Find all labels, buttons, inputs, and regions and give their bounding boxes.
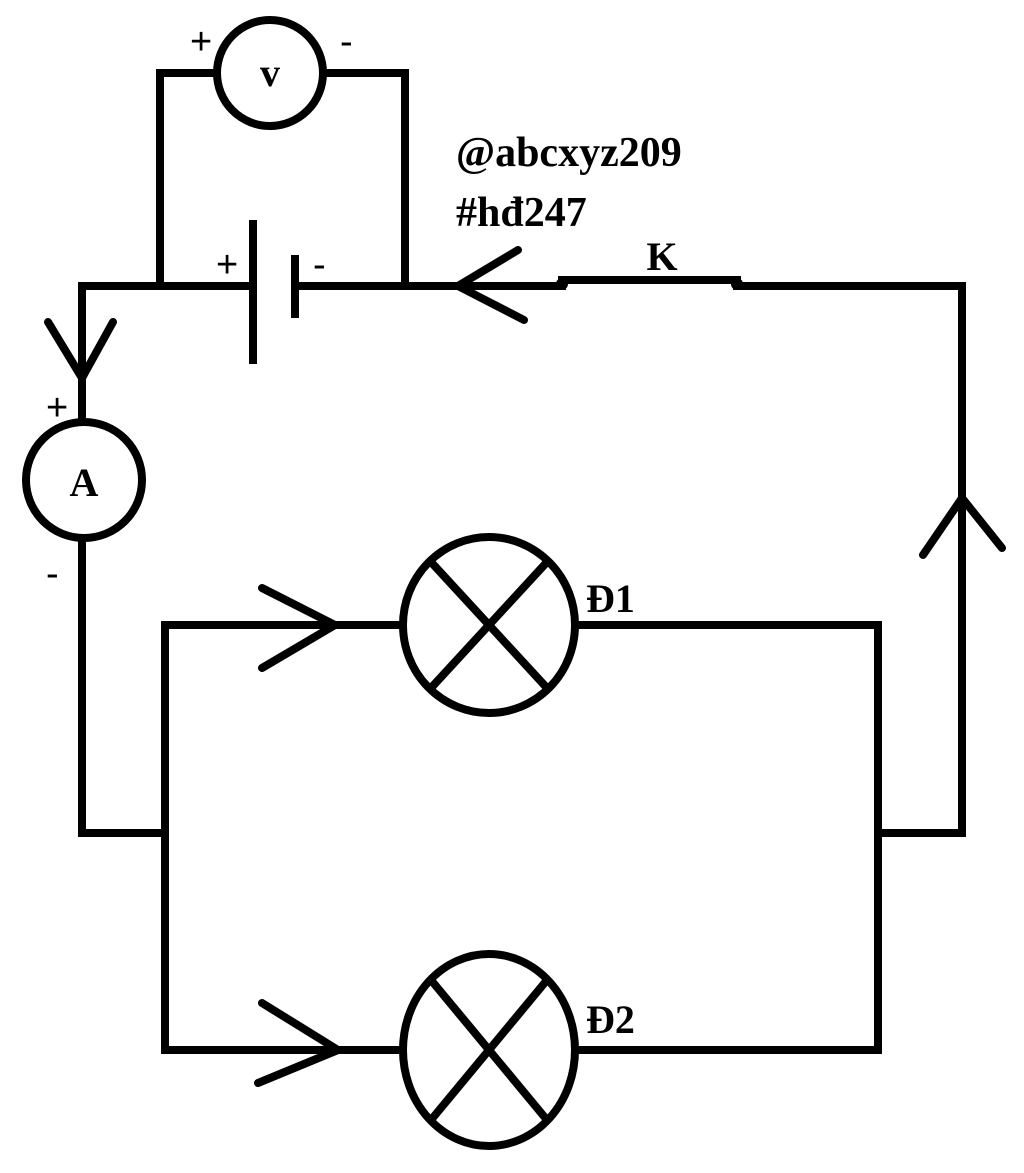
- lamp-d1-label: Đ1: [586, 576, 635, 621]
- watermark-line1: @abcxyz209: [456, 130, 682, 176]
- ammeter-label: A: [70, 460, 99, 505]
- arrow-top-wire: [449, 246, 528, 324]
- ammeter-plus: +: [46, 387, 68, 429]
- lamp-d1: [399, 533, 579, 717]
- lamp-d2: [399, 950, 579, 1150]
- wire-right-side: [733, 282, 966, 837]
- battery-plus: +: [216, 244, 238, 286]
- voltmeter-plus: +: [190, 21, 212, 63]
- switch-label: K: [646, 234, 677, 279]
- arrow-branch-d1: [258, 584, 344, 672]
- wire-branch-d1-left: [161, 621, 407, 1054]
- ammeter-symbol: [22, 418, 146, 542]
- switch-contact-left: [556, 278, 568, 290]
- voltmeter-label: v: [260, 50, 280, 95]
- arrow-left-down: [44, 318, 117, 386]
- voltmeter-minus: -: [340, 21, 353, 63]
- wire-voltmeter-loop-right: [319, 69, 409, 290]
- arrow-right-up: [919, 491, 1006, 559]
- ammeter-minus: -: [46, 553, 59, 595]
- wire-left-lower: [78, 536, 169, 837]
- lamp-d2-label: Đ2: [586, 997, 635, 1042]
- wire-branch-d1-right: [571, 621, 882, 1054]
- battery-minus: -: [313, 244, 326, 286]
- wire-top-left: [78, 282, 257, 484]
- watermark-line2: #hđ247: [456, 190, 587, 236]
- switch-contact-right: [731, 278, 743, 290]
- voltmeter-symbol: [213, 16, 327, 130]
- arrow-branch-d2: [254, 999, 347, 1087]
- wire-voltmeter-loop: [156, 69, 221, 290]
- wires: [78, 69, 966, 1054]
